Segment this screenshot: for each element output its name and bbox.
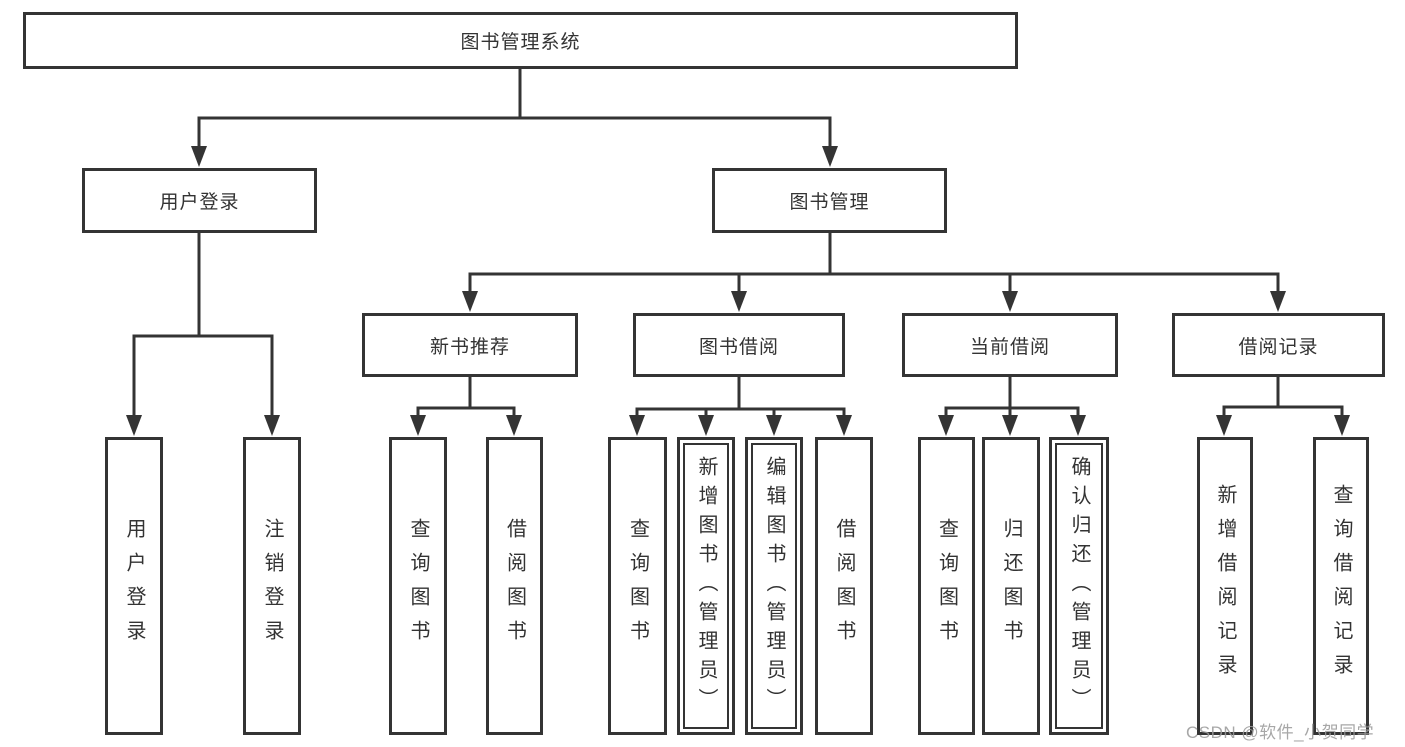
node-query-books-3: 查询图书 <box>918 437 975 735</box>
node-confirm-return-admin: 确认归还（管理员） <box>1049 437 1109 735</box>
node-borrow-records: 借阅记录 <box>1172 313 1385 377</box>
node-label: 借阅图书 <box>833 518 855 654</box>
node-label: 归还图书 <box>1000 518 1022 654</box>
node-current-borrow: 当前借阅 <box>902 313 1118 377</box>
node-label: 新增图书（管理员） <box>695 455 717 717</box>
connector-edges <box>132 68 1344 420</box>
node-label: 用户登录 <box>123 518 145 654</box>
node-book-borrow: 图书借阅 <box>633 313 845 377</box>
node-edit-books-admin: 编辑图书（管理员） <box>745 437 803 735</box>
node-label: 借阅图书 <box>503 518 526 654</box>
node-new-book-recommend: 新书推荐 <box>362 313 578 377</box>
node-label: 查询图书 <box>935 518 958 654</box>
node-logout-leaf: 注销登录 <box>243 437 301 735</box>
arrowheads <box>126 146 1350 436</box>
node-query-borrow-record: 查询借阅记录 <box>1313 437 1369 735</box>
node-user-login-leaf: 用户登录 <box>105 437 163 735</box>
node-root: 图书管理系统 <box>23 12 1018 69</box>
node-return-books: 归还图书 <box>982 437 1040 735</box>
node-query-books-2: 查询图书 <box>608 437 667 735</box>
node-label: 确认归还（管理员） <box>1068 455 1090 717</box>
csdn-watermark: CSDN @软件_小贺同学 <box>1186 723 1375 742</box>
node-user-login: 用户登录 <box>82 168 317 233</box>
node-label: 查询图书 <box>626 518 649 654</box>
node-borrow-books-1: 借阅图书 <box>486 437 543 735</box>
node-book-management: 图书管理 <box>712 168 947 233</box>
node-label: 注销登录 <box>261 518 283 654</box>
node-label: 查询图书 <box>407 518 429 654</box>
node-query-books-1: 查询图书 <box>389 437 447 735</box>
node-label: 编辑图书（管理员） <box>763 455 785 717</box>
node-add-borrow-record: 新增借阅记录 <box>1197 437 1253 735</box>
node-label: 查询借阅记录 <box>1330 484 1352 688</box>
node-borrow-books-2: 借阅图书 <box>815 437 873 735</box>
node-label: 新增借阅记录 <box>1214 484 1236 688</box>
node-add-books-admin: 新增图书（管理员） <box>677 437 735 735</box>
